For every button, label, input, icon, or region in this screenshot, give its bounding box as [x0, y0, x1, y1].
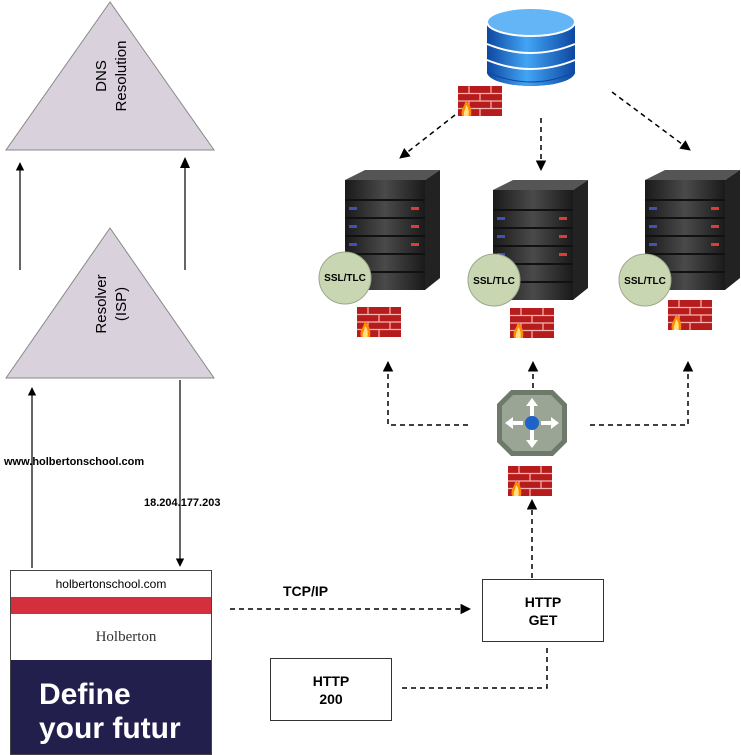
ip-response-label: 18.204.177.203 [144, 497, 220, 509]
load-balancer-icon [497, 390, 567, 456]
tcp-ip-label: TCP/IP [283, 583, 328, 599]
server-firewall-icon [356, 306, 402, 338]
lb-to-server-right-path [590, 360, 694, 426]
ssl-label: SSL/TLC [473, 276, 515, 287]
web-server-1: SSL/TLC [318, 169, 441, 338]
dns-label-line1: DNS [93, 60, 110, 92]
holberton-logo: Holberton [95, 629, 157, 645]
http-get-box: HTTP GET [482, 579, 604, 642]
loadbalancer-firewall-icon [507, 465, 553, 497]
ssl-label: SSL/TLC [324, 273, 366, 284]
server-firewall-icon [667, 299, 713, 331]
http-200-box: HTTP 200 [270, 658, 392, 721]
resolver-triangle [5, 227, 215, 379]
browser-red-bar [11, 597, 211, 614]
hero-line1: Define [39, 678, 131, 711]
database-firewall-icon [457, 85, 503, 117]
web-server-2: SSL/TLC [467, 179, 589, 339]
dns-resolution-triangle [5, 1, 215, 151]
ssl-label: SSL/TLC [624, 276, 666, 287]
lb-to-server-left-path [382, 360, 468, 426]
db-to-server-left-arrow [399, 114, 456, 159]
ssl-badge [467, 253, 521, 307]
browser-window: holbertonschool.com Holberton Define you… [10, 570, 212, 755]
ssl-badge [318, 251, 372, 305]
dns-to-resolver-arrowhead [180, 157, 190, 168]
http-200-line2: 200 [319, 691, 343, 707]
database-icon [486, 7, 576, 86]
dns-label-line2: Resolution [113, 41, 130, 112]
web-server-3: SSL/TLC [618, 169, 741, 331]
http-get-line2: GET [528, 612, 558, 628]
http-200-line1: HTTP [312, 673, 350, 689]
resolver-label-line2: (ISP) [113, 287, 130, 321]
browser-url: holbertonschool.com [55, 577, 167, 591]
resolver-label-line1: Resolver [93, 274, 110, 333]
http-200-return-path [400, 648, 548, 689]
ssl-badge [618, 253, 672, 307]
db-to-server-right-arrow [611, 91, 691, 151]
hero-line2: your futur [39, 712, 181, 745]
domain-request-label: www.holbertonschool.com [3, 456, 144, 468]
http-get-line1: HTTP [524, 594, 562, 610]
browser-hero: Define your futur [11, 660, 211, 754]
server-firewall-icon [509, 307, 555, 339]
